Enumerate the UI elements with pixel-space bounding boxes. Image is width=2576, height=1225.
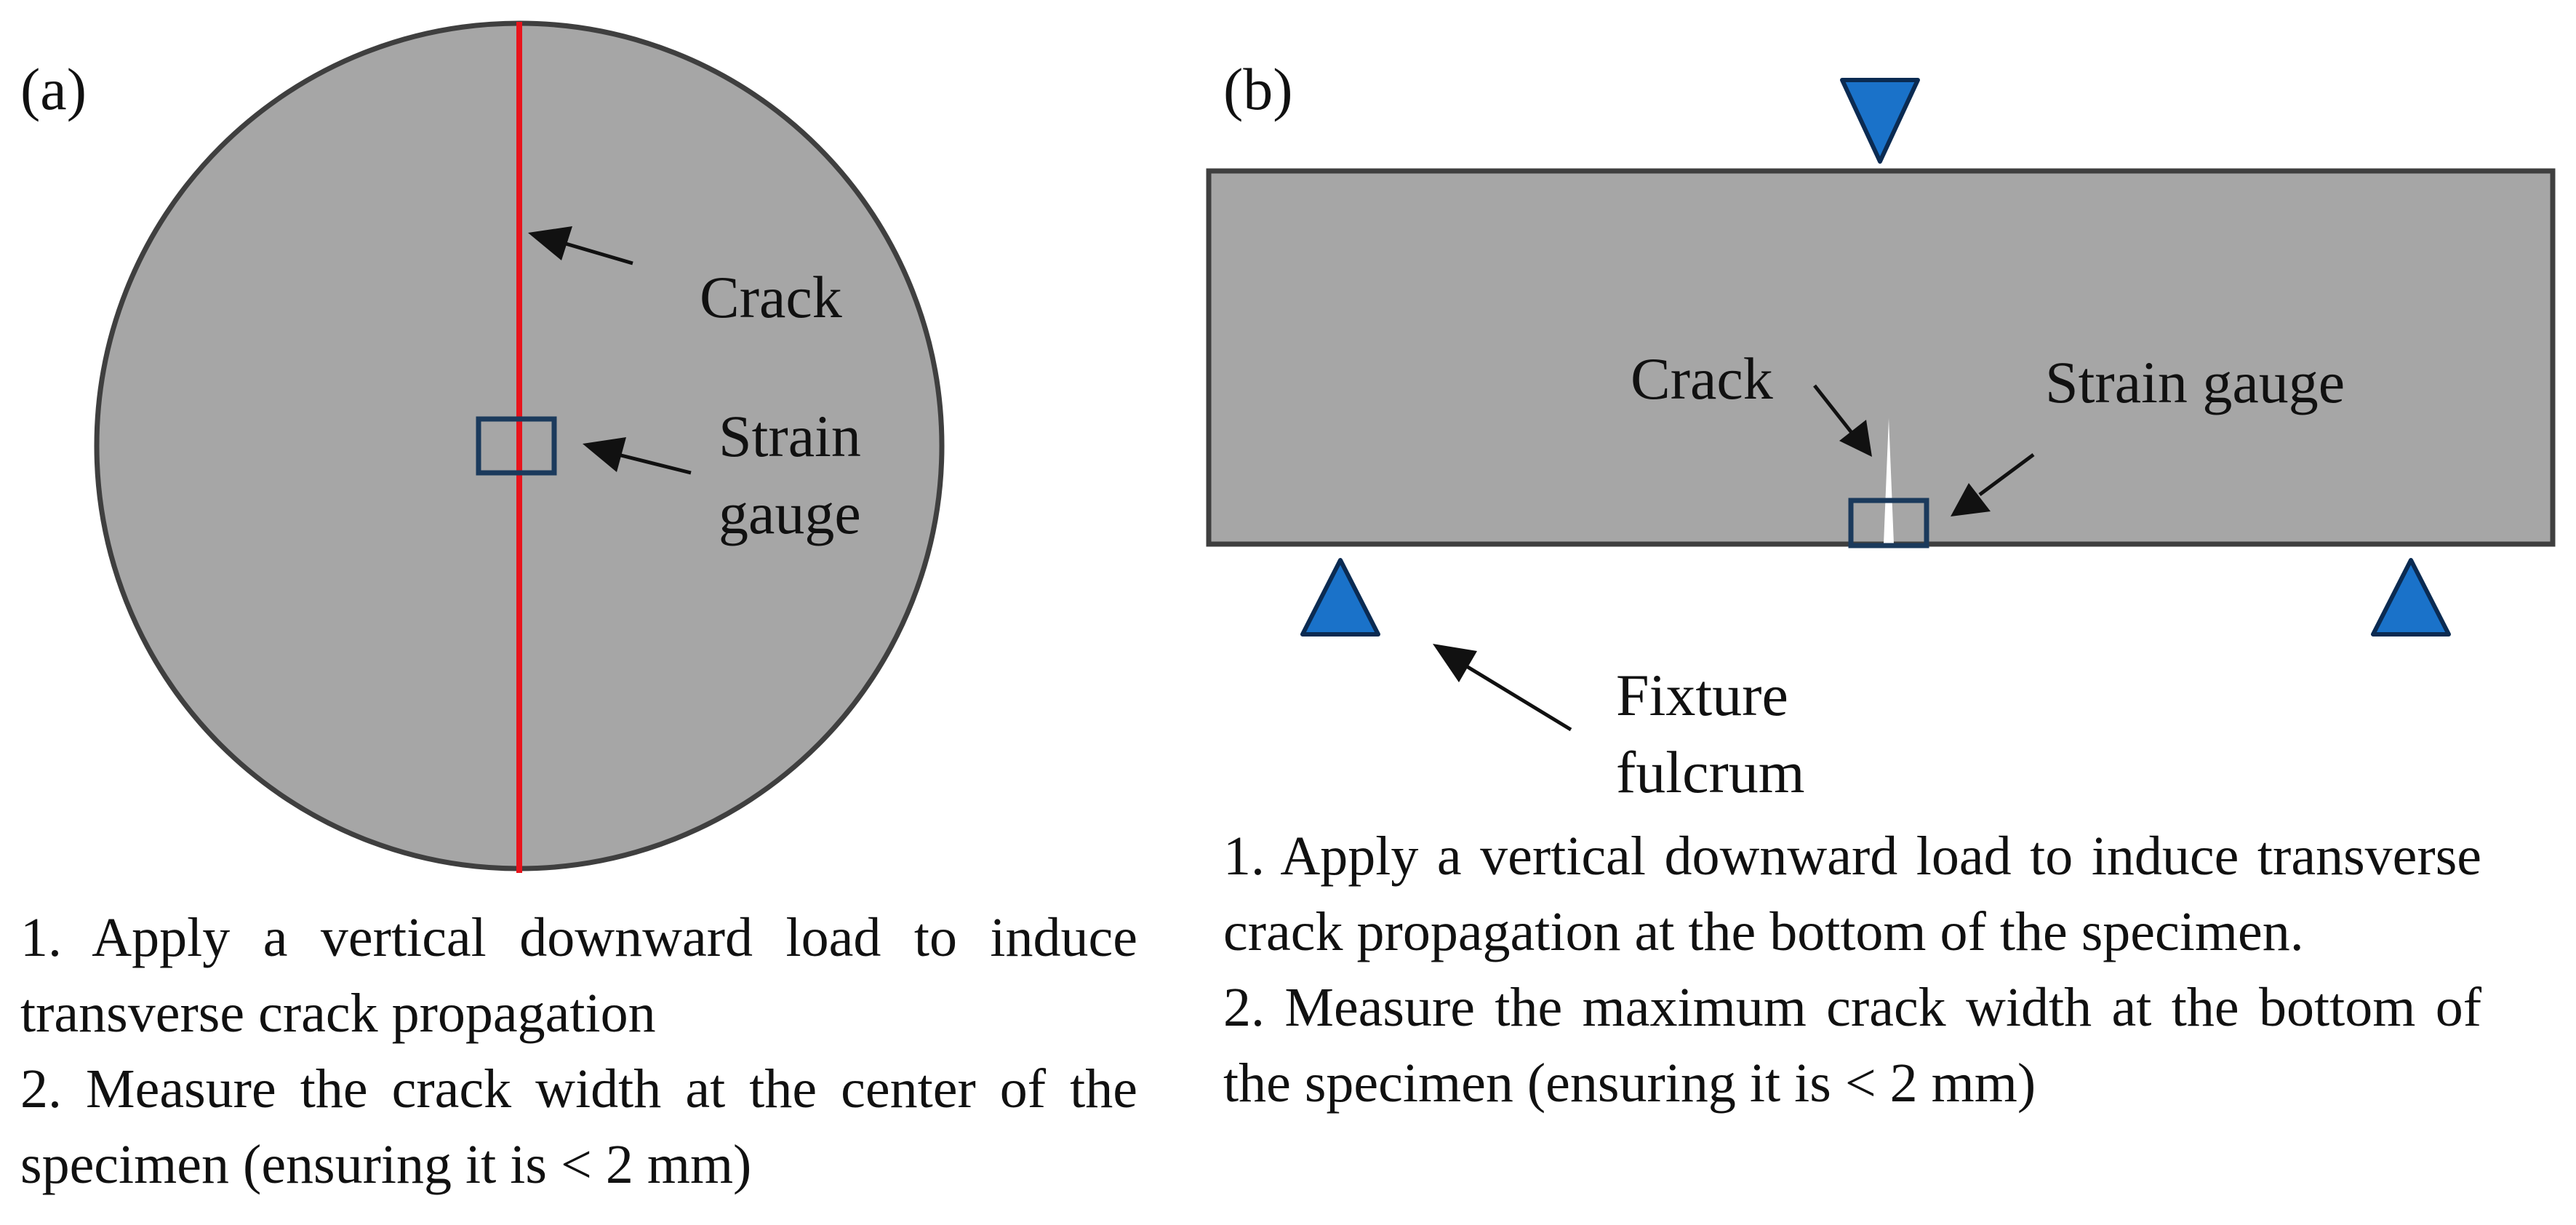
- panel-a-label: (a): [20, 56, 87, 122]
- fulcrum-label: fulcrum: [1616, 739, 1805, 805]
- gauge-arrow-b: [1951, 452, 2035, 516]
- gauge-arrow: [583, 437, 692, 475]
- strain-gauge-box: [476, 416, 557, 476]
- left-support-icon: [1300, 558, 1380, 637]
- notch-crack: [1884, 418, 1894, 544]
- panel-a-caption: 1. Apply a vertical downward load to ind…: [20, 900, 1137, 1202]
- strain-gauge-label-b: Strain gauge: [2045, 349, 2345, 415]
- panel-a: (a) Crack Strain gauge: [20, 20, 945, 873]
- caption-a-step-1: 1. Apply a vertical downward load to ind…: [20, 907, 1137, 1044]
- strain-label: Strain: [719, 403, 861, 469]
- beam-specimen: [1206, 168, 2556, 547]
- gauge-label: gauge: [719, 480, 861, 546]
- fulcrum-arrow: [1433, 644, 1572, 732]
- crack-arrow-b: [1813, 384, 1872, 457]
- panel-b-label: (b): [1223, 56, 1293, 122]
- right-support-icon: [2371, 558, 2451, 637]
- caption-b-step-1: 1. Apply a vertical downward load to ind…: [1223, 826, 2481, 962]
- crack-arrow: [528, 226, 633, 266]
- caption-b-step-2: 2. Measure the maximum crack width at th…: [1223, 977, 2481, 1114]
- caption-a-step-2: 2. Measure the crack width at the center…: [20, 1058, 1137, 1195]
- crack-label-b: Crack: [1631, 346, 1773, 412]
- strain-gauge-box-b: [1848, 498, 1929, 548]
- crack-label: Crack: [700, 264, 842, 330]
- fixture-label: Fixture: [1616, 662, 1788, 728]
- panel-b-caption: 1. Apply a vertical downward load to ind…: [1223, 818, 2481, 1121]
- load-point-icon: [1840, 78, 1920, 164]
- panel-b: (b) Crack Strain gauge Fixture ful: [1206, 56, 2556, 805]
